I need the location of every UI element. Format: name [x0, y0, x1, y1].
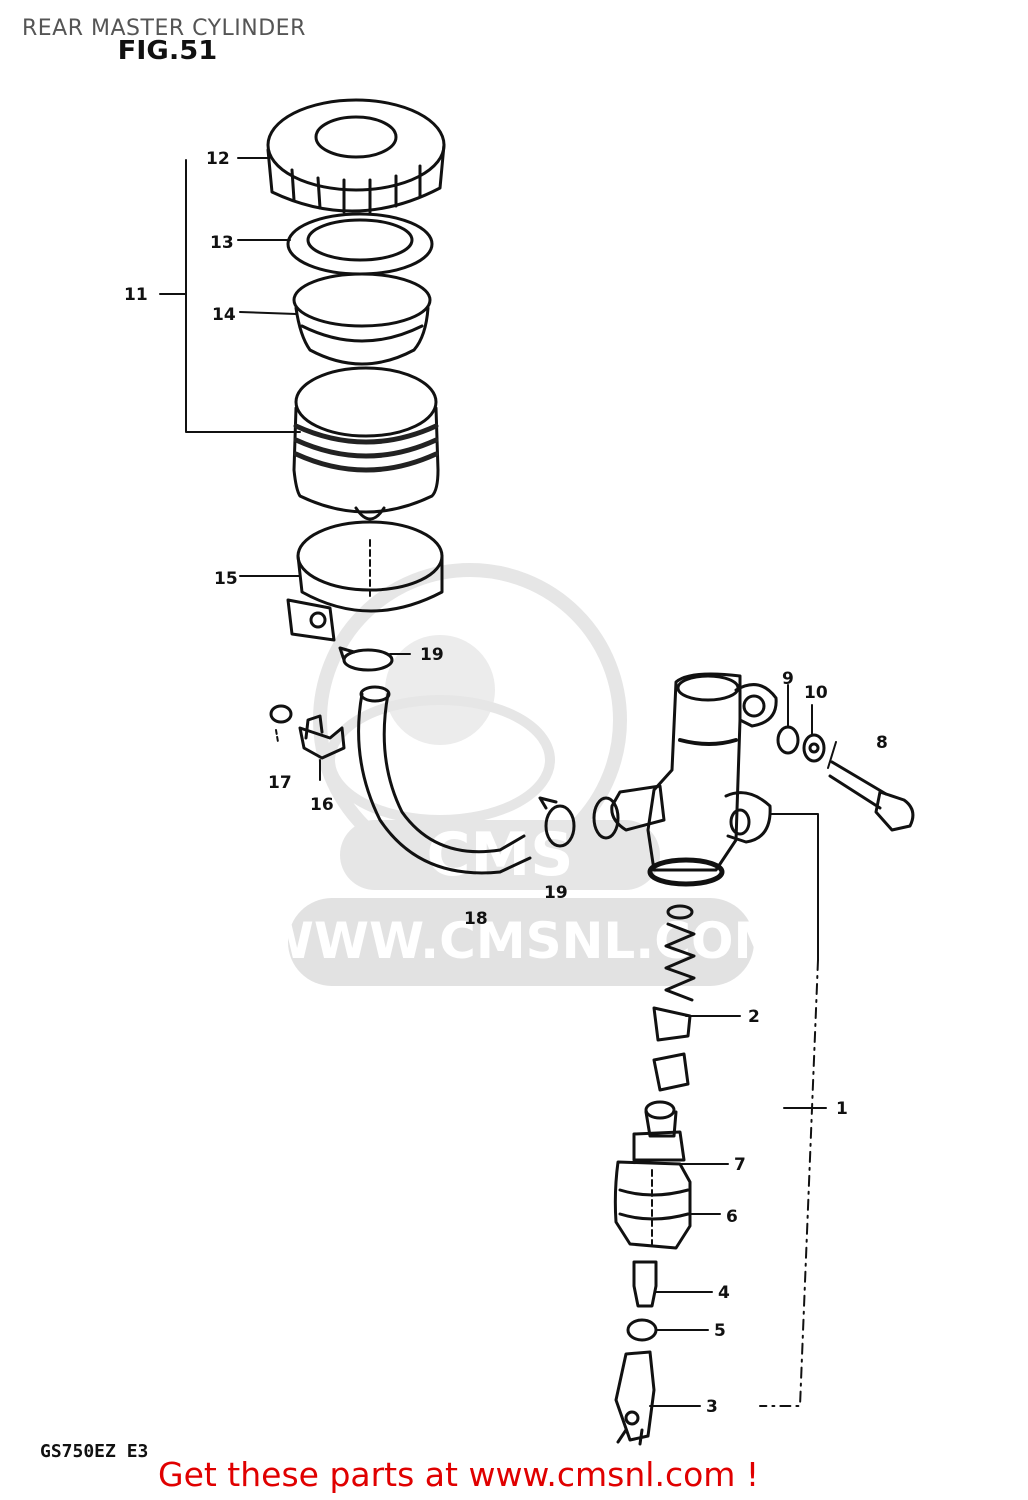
callout-2: 2: [748, 1007, 760, 1027]
watermark: CMS WWW.CMSNL.COM: [259, 563, 784, 986]
watermark-brand: CMS: [427, 820, 574, 890]
figure-number: FIG.51: [117, 36, 218, 66]
reservoir-hose: [357, 685, 532, 875]
callout-6: 6: [726, 1207, 738, 1227]
gasket-washers: [776, 725, 826, 763]
callout-5: 5: [714, 1321, 726, 1341]
callout-labels: 1 2 3 4 5 6 7 8 9 10 11 12 13 14 15 16 1…: [124, 149, 888, 1417]
union-bolt: [828, 760, 915, 832]
callout-18: 18: [464, 909, 488, 929]
callout-1: 1: [836, 1099, 848, 1119]
callout-13: 13: [210, 233, 234, 253]
promo-link[interactable]: Get these parts at www.cmsnl.com !: [158, 1455, 760, 1494]
callout-19-upper: 19: [420, 645, 444, 665]
callout-9: 9: [782, 669, 794, 689]
hose-clip-lower: [538, 796, 576, 848]
callout-3: 3: [706, 1397, 718, 1417]
callout-8: 8: [876, 733, 888, 753]
diaphragm: [292, 272, 432, 366]
leader-lines: [159, 157, 837, 1407]
spring-seat: [652, 1006, 692, 1092]
clamp-band: [286, 520, 444, 642]
lock-washer: [269, 704, 293, 743]
callout-4: 4: [718, 1283, 730, 1303]
callout-14: 14: [212, 305, 236, 325]
diaphragm-plate: [286, 212, 434, 276]
callout-15: 15: [214, 569, 238, 589]
dust-boot: [613, 1160, 692, 1250]
callout-16: 16: [310, 795, 334, 815]
clevis: [614, 1350, 656, 1446]
push-rod: [632, 1260, 658, 1308]
callout-10: 10: [804, 683, 828, 703]
callout-11: 11: [124, 285, 148, 305]
callout-17: 17: [268, 773, 292, 793]
model-code: GS750EZ E3: [40, 1441, 149, 1462]
reservoir-body: [292, 366, 440, 521]
master-cylinder-body: [592, 672, 778, 887]
page-title: REAR MASTER CYLINDER: [22, 16, 306, 41]
callout-7: 7: [734, 1155, 746, 1175]
watermark-url: WWW.CMSNL.COM: [259, 912, 784, 970]
reservoir-cap: [266, 98, 446, 214]
callout-19-lower: 19: [544, 883, 568, 903]
lock-nut: [626, 1318, 658, 1342]
return-spring: [664, 904, 696, 1002]
piston: [632, 1100, 686, 1162]
hose-clip-upper: [338, 646, 394, 672]
callout-12: 12: [206, 149, 230, 169]
mounting-bolt: [298, 714, 346, 760]
